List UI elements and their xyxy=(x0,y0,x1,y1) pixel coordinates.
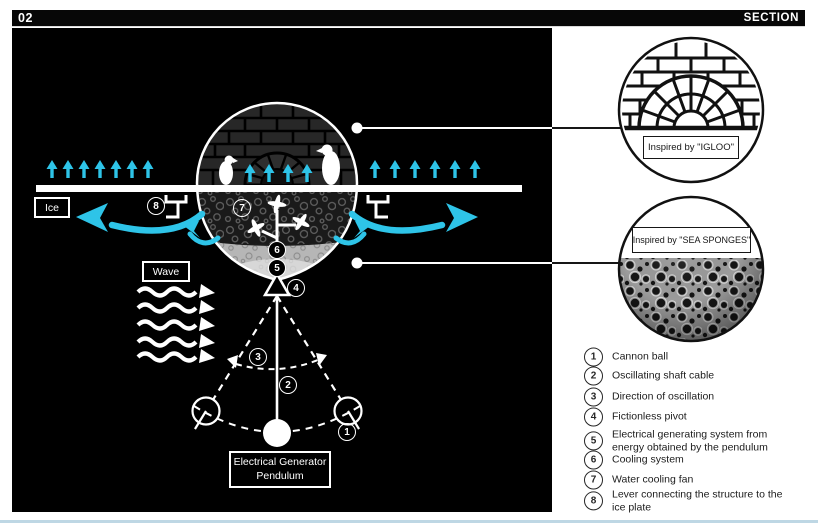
legend-item: 4 Fictionless pivot xyxy=(584,407,797,427)
ice-label: Ice xyxy=(34,197,70,218)
penguin-left-icon xyxy=(219,155,238,185)
callout-dot-igloo xyxy=(351,122,363,134)
legend-item: 5 Electrical generating system from ener… xyxy=(584,428,797,453)
bottom-rule xyxy=(0,520,818,523)
pendulum xyxy=(191,271,363,447)
penguin-right-icon xyxy=(316,144,340,185)
legend-item-text: Water cooling fan xyxy=(612,473,694,486)
legend-item: 1 Cannon ball xyxy=(584,347,797,367)
legend-item-text: Lever connecting the structure to the ic… xyxy=(612,488,783,513)
legend-item-number: 6 xyxy=(584,450,603,470)
legend-item-number: 4 xyxy=(584,407,603,427)
legend-item-text: Fictionless pivot xyxy=(612,410,687,423)
igloo-caption: Inspired by "IGLOO" xyxy=(643,136,739,159)
pendulum-label: Electrical Generator Pendulum xyxy=(229,451,331,488)
wave-label: Wave xyxy=(142,261,190,282)
legend-item: 2 Oscillating shaft cable xyxy=(584,366,797,386)
legend-item-text: Direction of oscillation xyxy=(612,390,715,403)
top-bar: 02 SECTION xyxy=(12,10,805,27)
igloo-reference-icon xyxy=(617,36,765,184)
penguin-icons xyxy=(219,144,340,185)
marker-3: 3 xyxy=(249,348,267,366)
legend-item-number: 3 xyxy=(584,387,603,407)
legend-item-text: Cooling system xyxy=(612,453,684,466)
legend-item-number: 7 xyxy=(584,470,603,490)
legend-item-number: 5 xyxy=(584,431,603,451)
legend-item: 7 Water cooling fan xyxy=(584,470,797,490)
marker-8: 8 xyxy=(147,197,165,215)
legend-item: 8 Lever connecting the structure to the … xyxy=(584,488,797,513)
section-label: SECTION xyxy=(743,12,799,24)
ice-line xyxy=(36,185,522,192)
legend-item-text: Oscillating shaft cable xyxy=(612,369,715,382)
legend-item-number: 8 xyxy=(584,491,603,511)
cooling-fan-icon xyxy=(243,193,314,247)
page-number: 02 xyxy=(18,11,33,25)
legend-item-number: 2 xyxy=(584,366,603,386)
flow-arrows xyxy=(76,203,478,246)
legend-item: 3 Direction of oscillation xyxy=(584,387,797,407)
marker-7: 7 xyxy=(233,199,251,217)
legend-item-text: Electrical generating system from energy… xyxy=(612,428,768,453)
marker-2: 2 xyxy=(279,376,297,394)
sponge-caption: Inspired by "SEA SPONGES" xyxy=(632,227,751,253)
legend-item: 6 Cooling system xyxy=(584,450,797,470)
marker-1: 1 xyxy=(338,423,356,441)
pivot-icon xyxy=(262,271,292,297)
sponge-reference-icon xyxy=(615,193,767,343)
legend-item-number: 1 xyxy=(584,347,603,367)
cannon-ball xyxy=(263,419,291,447)
callout-lines xyxy=(351,122,623,269)
marker-6: 6 xyxy=(268,241,286,259)
callout-dot-sponge xyxy=(351,257,363,269)
marker-4: 4 xyxy=(287,279,305,297)
marker-5: 5 xyxy=(268,259,286,277)
lever-brackets xyxy=(164,195,390,219)
legend-item-text: Cannon ball xyxy=(612,350,669,363)
